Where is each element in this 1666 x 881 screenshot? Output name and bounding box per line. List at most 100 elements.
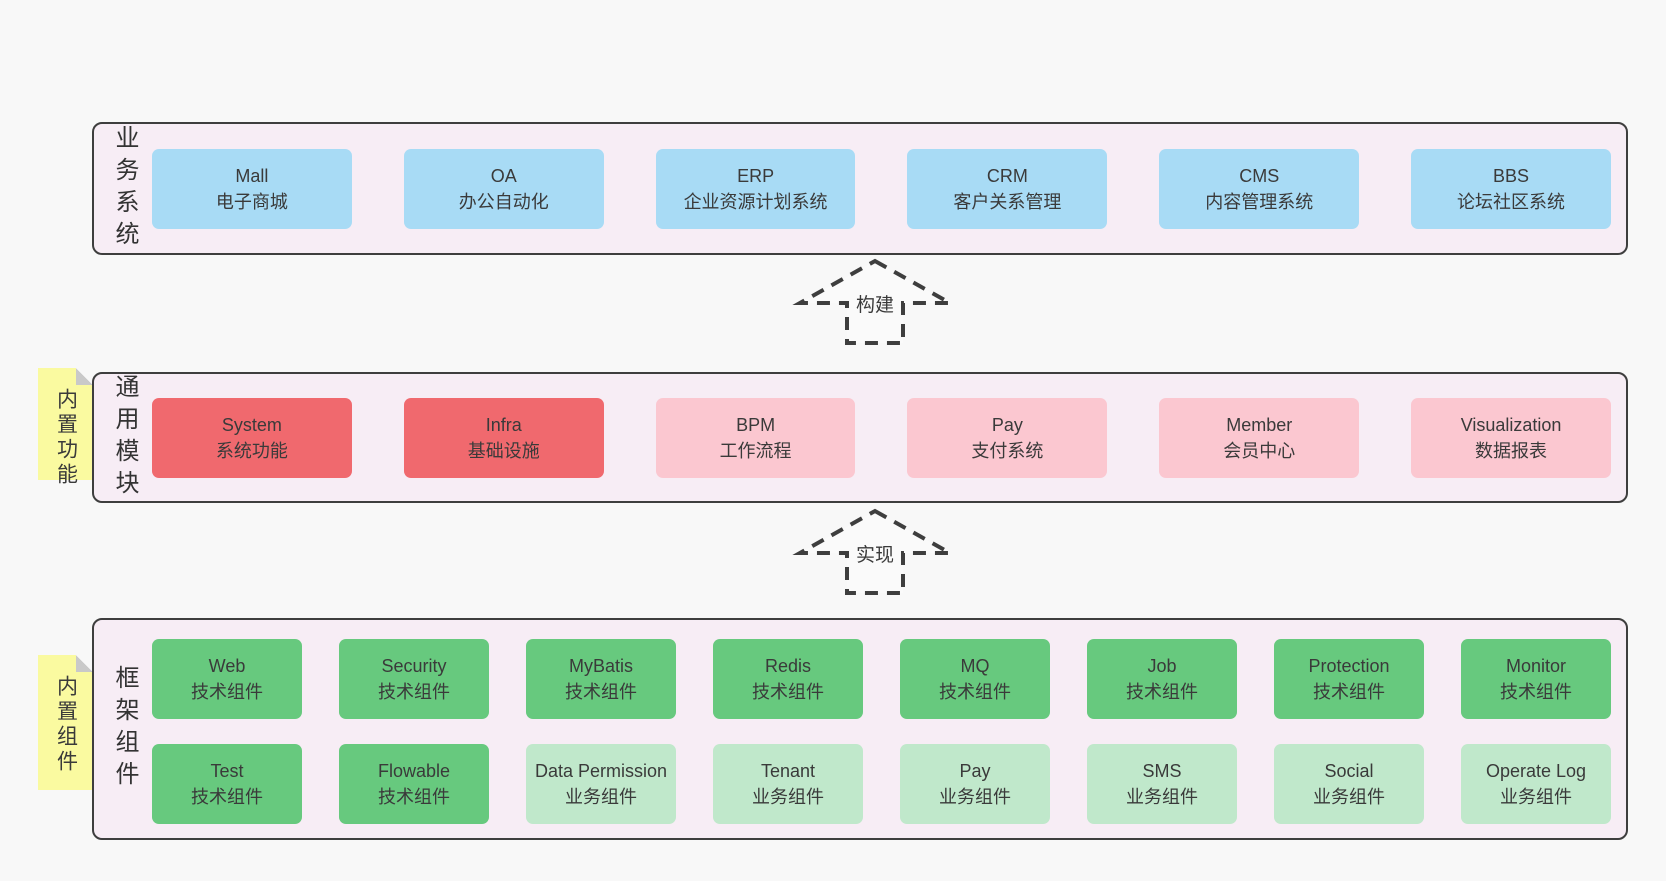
box-subtitle: 业务组件 [1126,787,1198,807]
box-title: Monitor [1505,656,1567,676]
box-title: Redis [764,656,812,676]
box-bbs: BBS 论坛社区系统 [1411,148,1611,229]
sticky-note-label: 内置功能 [54,388,78,488]
box-title: Pay [959,761,991,781]
box-subtitle: 业务组件 [1313,787,1385,807]
box-job: Job 技术组件 [1087,639,1237,719]
box-system: System 系统功能 [152,397,352,478]
box-mybatis: MyBatis 技术组件 [526,639,676,719]
box-pay-component: Pay 业务组件 [900,744,1050,824]
box-subtitle: 企业资源计划系统 [683,191,828,212]
panel-vertical-label: 框架组件 [111,665,138,793]
box-protection: Protection 技术组件 [1274,639,1424,719]
box-subtitle: 会员中心 [1223,440,1296,461]
sticky-note-label: 内置组件 [54,675,78,775]
box-title: Security [381,656,447,676]
box-cms: CMS 内容管理系统 [1159,148,1360,229]
box-security: Security 技术组件 [339,639,489,719]
box-subtitle: 技术组件 [378,682,450,702]
box-subtitle: 技术组件 [1313,682,1385,702]
box-title: Pay [991,414,1023,435]
box-test: Test 技术组件 [152,744,302,824]
box-redis: Redis 技术组件 [713,639,863,719]
box-monitor: Monitor 技术组件 [1461,639,1611,719]
box-title: ERP [737,165,775,186]
box-flowable: Flowable 技术组件 [339,744,489,824]
builtin-features-sticky-note: 内置功能 [38,368,93,488]
box-title: Tenant [760,761,816,781]
box-subtitle: 技术组件 [752,682,824,702]
box-title: Visualization [1460,414,1562,435]
box-title: Web [208,656,246,676]
box-title: Test [210,761,244,781]
box-title: Protection [1308,656,1390,676]
box-subtitle: 工作流程 [719,440,792,461]
sticky-fold-corner-icon [76,368,93,385]
box-bpm: BPM 工作流程 [655,397,856,478]
box-title: BBS [1493,165,1530,186]
box-title: MQ [960,656,990,676]
box-subtitle: 技术组件 [191,787,263,807]
build-arrow: 构建 [790,257,960,345]
box-subtitle: 支付系统 [971,440,1044,461]
box-title: Data Permission [534,761,668,781]
box-title: System [221,414,282,435]
box-title: BPM [736,414,776,435]
box-web: Web 技术组件 [152,639,302,719]
box-tenant: Tenant 业务组件 [713,744,863,824]
common-modules-row: System 系统功能 Infra 基础设施 BPM 工作流程 Pay 支付系统… [152,397,1611,478]
box-subtitle: 系统功能 [215,440,288,461]
box-infra: Infra 基础设施 [403,397,604,478]
box-title: SMS [1142,761,1182,781]
box-title: Operate Log [1485,761,1587,781]
box-mall: Mall 电子商城 [152,148,352,229]
sticky-fold-corner-icon [76,655,93,672]
box-title: Job [1147,656,1177,676]
box-subtitle: 技术组件 [1126,682,1198,702]
framework-components-row-2: Test 技术组件 Flowable 技术组件 Data Permission … [152,744,1611,824]
implement-arrow: 实现 [790,507,960,595]
box-title: Social [1324,761,1374,781]
box-subtitle: 技术组件 [191,682,263,702]
box-title: Mall [235,165,269,186]
box-operate-log: Operate Log 业务组件 [1461,744,1611,824]
box-title: OA [490,165,517,186]
box-subtitle: 技术组件 [565,682,637,702]
box-social: Social 业务组件 [1274,744,1424,824]
box-title: Member [1226,414,1293,435]
builtin-components-sticky-note: 内置组件 [38,655,93,790]
framework-components-panel: 框架组件 Web 技术组件 Security 技术组件 MyBatis 技术组件… [92,618,1628,840]
business-systems-panel: 业务系统 Mall 电子商城 OA 办公自动化 ERP 企业资源计划系统 CRM… [92,122,1628,255]
box-title: CMS [1239,165,1280,186]
panel-vertical-label: 通用模块 [111,373,138,502]
box-subtitle: 基础设施 [467,440,540,461]
box-subtitle: 电子商城 [215,191,288,212]
box-mq: MQ 技术组件 [900,639,1050,719]
box-sms: SMS 业务组件 [1087,744,1237,824]
box-subtitle: 数据报表 [1475,440,1548,461]
box-title: MyBatis [568,656,633,676]
box-title: CRM [986,165,1028,186]
common-modules-panel: 通用模块 System 系统功能 Infra 基础设施 BPM 工作流程 Pay… [92,372,1628,503]
box-visualization: Visualization 数据报表 [1411,397,1611,478]
arrow-label: 实现 [852,540,898,567]
box-subtitle: 客户关系管理 [953,191,1062,212]
box-data-permission: Data Permission 业务组件 [526,744,676,824]
box-subtitle: 技术组件 [378,787,450,807]
box-subtitle: 业务组件 [1500,787,1572,807]
box-subtitle: 业务组件 [752,787,824,807]
box-pay-module: Pay 支付系统 [907,397,1108,478]
box-subtitle: 内容管理系统 [1205,191,1314,212]
box-crm: CRM 客户关系管理 [907,148,1108,229]
box-member: Member 会员中心 [1159,397,1360,478]
box-subtitle: 办公自动化 [458,191,549,212]
box-subtitle: 技术组件 [939,682,1011,702]
box-oa: OA 办公自动化 [403,148,604,229]
box-subtitle: 论坛社区系统 [1457,191,1566,212]
box-subtitle: 业务组件 [565,787,637,807]
box-title: Flowable [377,761,451,781]
box-erp: ERP 企业资源计划系统 [655,148,856,229]
framework-components-row-1: Web 技术组件 Security 技术组件 MyBatis 技术组件 Redi… [152,639,1611,719]
business-systems-row: Mall 电子商城 OA 办公自动化 ERP 企业资源计划系统 CRM 客户关系… [152,148,1611,229]
